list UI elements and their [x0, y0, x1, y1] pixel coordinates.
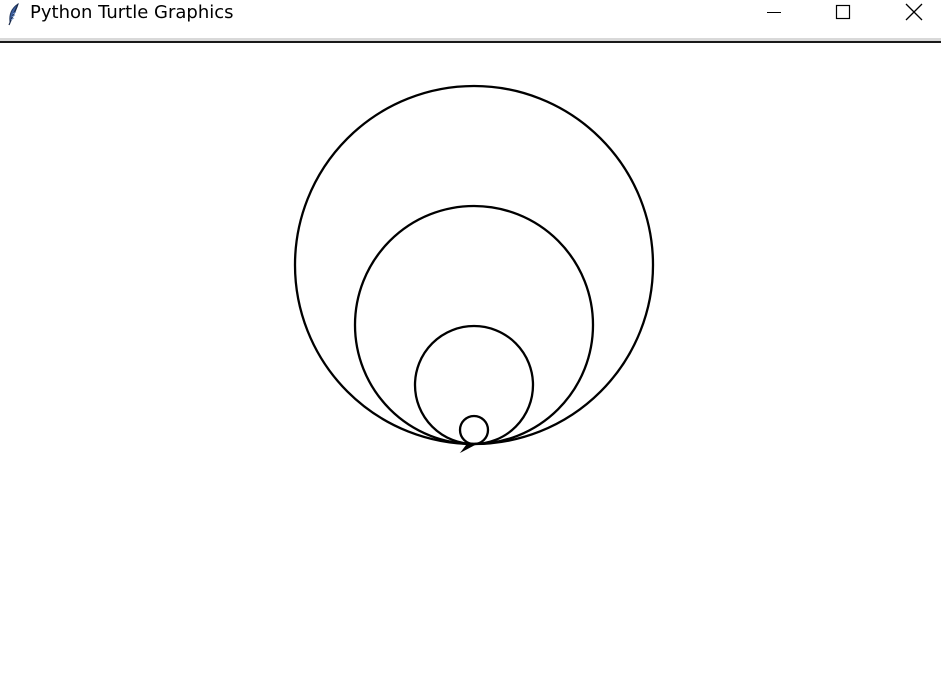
title-bar[interactable]: Python Turtle Graphics	[0, 0, 941, 38]
turtle-canvas[interactable]	[0, 43, 941, 675]
close-icon	[905, 3, 923, 24]
maximize-icon	[835, 4, 851, 23]
window-title: Python Turtle Graphics	[30, 2, 234, 23]
canvas-top-border	[0, 41, 941, 43]
maximize-button[interactable]	[820, 0, 866, 26]
turtle-cursor	[459, 444, 477, 453]
circle-medium	[413, 324, 535, 446]
circle-largest	[293, 84, 655, 446]
minimize-button[interactable]	[751, 0, 797, 26]
titlebar-separator	[0, 38, 941, 41]
minimize-icon	[766, 4, 782, 23]
circle-small	[458, 414, 490, 446]
close-button[interactable]	[891, 0, 937, 26]
feather-icon	[4, 2, 24, 28]
